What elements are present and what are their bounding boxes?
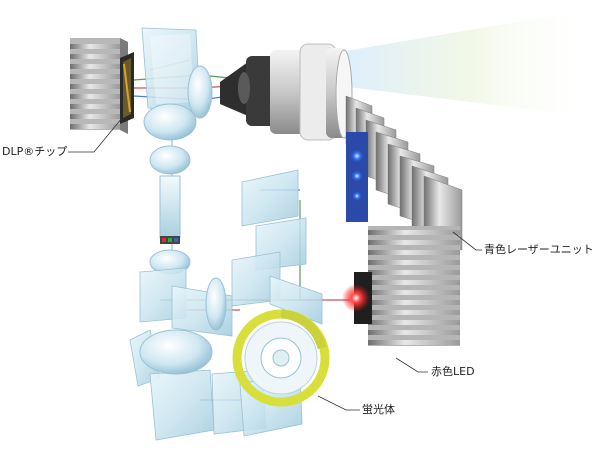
dlp-chip [120, 52, 134, 124]
tir-prism [141, 27, 201, 113]
dlp-chip-heatsink [70, 38, 128, 134]
prism-lens [187, 65, 213, 119]
leader-lines [68, 117, 482, 411]
light-beam [340, 8, 600, 118]
blue-laser-unit-label: 青色レーザーユニット [484, 243, 594, 256]
red-led-label: 赤色LED [431, 365, 475, 378]
relay-lenses [143, 103, 197, 175]
red-led-unit [342, 226, 460, 346]
lower-lenses [139, 277, 227, 375]
phosphor-wheel [232, 309, 330, 407]
phosphor-label: 蛍光体 [362, 403, 395, 416]
dlp-chip-label: DLP®チップ [2, 145, 68, 158]
projection-lens [220, 43, 353, 141]
light-tunnel [159, 175, 181, 244]
